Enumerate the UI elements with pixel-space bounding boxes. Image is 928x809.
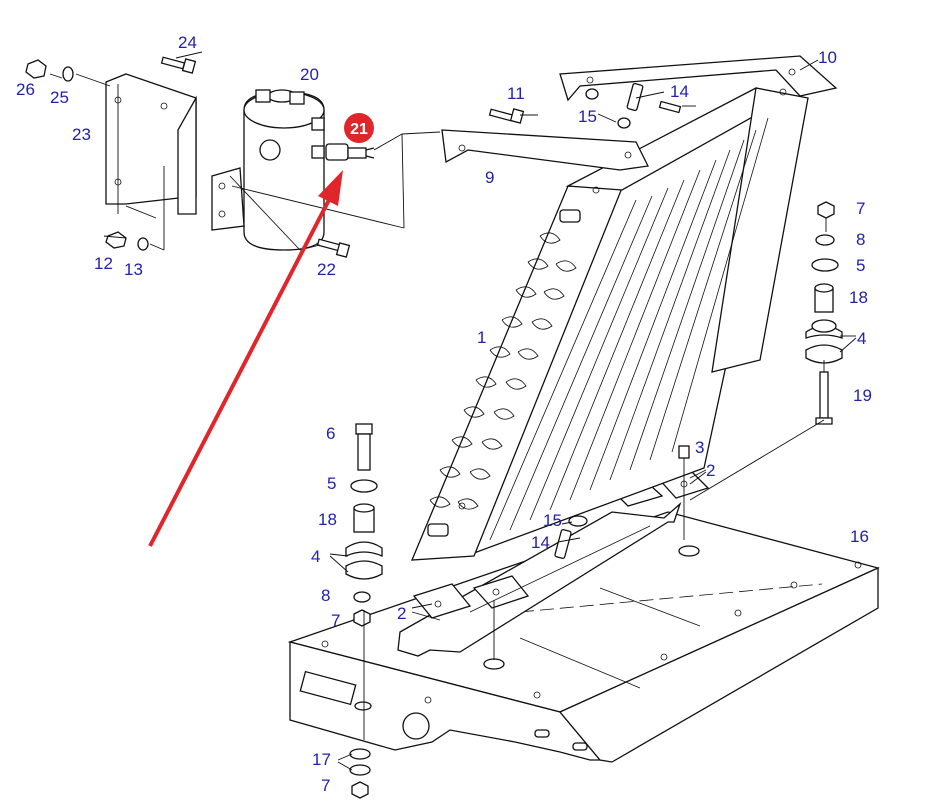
callout-6: 6 bbox=[326, 424, 335, 443]
fasteners bbox=[25, 56, 690, 560]
callout-2-right: 2 bbox=[706, 461, 715, 480]
callout-26: 26 bbox=[16, 80, 35, 99]
drier-clamp bbox=[211, 167, 245, 231]
callout-18-left: 18 bbox=[318, 510, 337, 529]
left-mount-stack bbox=[345, 423, 383, 799]
callout-23: 23 bbox=[72, 125, 91, 144]
leader-lines bbox=[49, 51, 857, 771]
callout-18-right: 18 bbox=[849, 288, 868, 307]
pressure-switch bbox=[325, 143, 375, 161]
radiator bbox=[410, 87, 809, 561]
stay-bracket bbox=[441, 129, 649, 171]
callout-5-left: 5 bbox=[327, 474, 336, 493]
callout-12: 12 bbox=[94, 254, 113, 273]
callout-22: 22 bbox=[317, 260, 336, 279]
callout-labels: 24 26 25 23 20 12 13 22 11 14 15 10 9 7 … bbox=[16, 33, 872, 795]
callout-25: 25 bbox=[50, 88, 69, 107]
callout-3: 3 bbox=[695, 438, 704, 457]
callout-21: 21 bbox=[350, 121, 368, 138]
callout-5-right: 5 bbox=[856, 256, 865, 275]
callout-20: 20 bbox=[300, 65, 319, 84]
callout-7-right: 7 bbox=[856, 199, 865, 218]
callout-8-right: 8 bbox=[856, 230, 865, 249]
callout-4-left: 4 bbox=[311, 547, 320, 566]
callout-11: 11 bbox=[507, 84, 525, 103]
callout-15-top: 15 bbox=[578, 107, 597, 126]
top-bracket bbox=[559, 55, 838, 102]
base-frame bbox=[287, 511, 880, 763]
receiver-drier bbox=[243, 89, 325, 251]
mounting-plate bbox=[105, 73, 197, 215]
callout-24: 24 bbox=[178, 33, 197, 52]
callout-14-top: 14 bbox=[670, 82, 689, 101]
callout-19: 19 bbox=[853, 386, 872, 405]
highlight-arrow bbox=[148, 170, 343, 547]
callout-1: 1 bbox=[477, 328, 486, 347]
callout-9: 9 bbox=[485, 168, 494, 187]
callout-17: 17 bbox=[312, 750, 331, 769]
callout-15-bottom: 15 bbox=[543, 511, 562, 530]
callout-2-left: 2 bbox=[397, 604, 406, 623]
callout-4-right: 4 bbox=[857, 329, 866, 348]
callout-8-left: 8 bbox=[321, 586, 330, 605]
highlight-badge: 21 bbox=[344, 113, 374, 143]
right-mount-stack bbox=[805, 201, 843, 425]
callout-13: 13 bbox=[124, 260, 143, 279]
callout-16: 16 bbox=[850, 527, 869, 546]
callout-7-bottom: 7 bbox=[321, 776, 330, 795]
callout-10: 10 bbox=[818, 48, 837, 67]
callout-7-left: 7 bbox=[331, 611, 340, 630]
callout-14-bottom: 14 bbox=[531, 533, 550, 552]
mounting-strip bbox=[397, 469, 710, 657]
